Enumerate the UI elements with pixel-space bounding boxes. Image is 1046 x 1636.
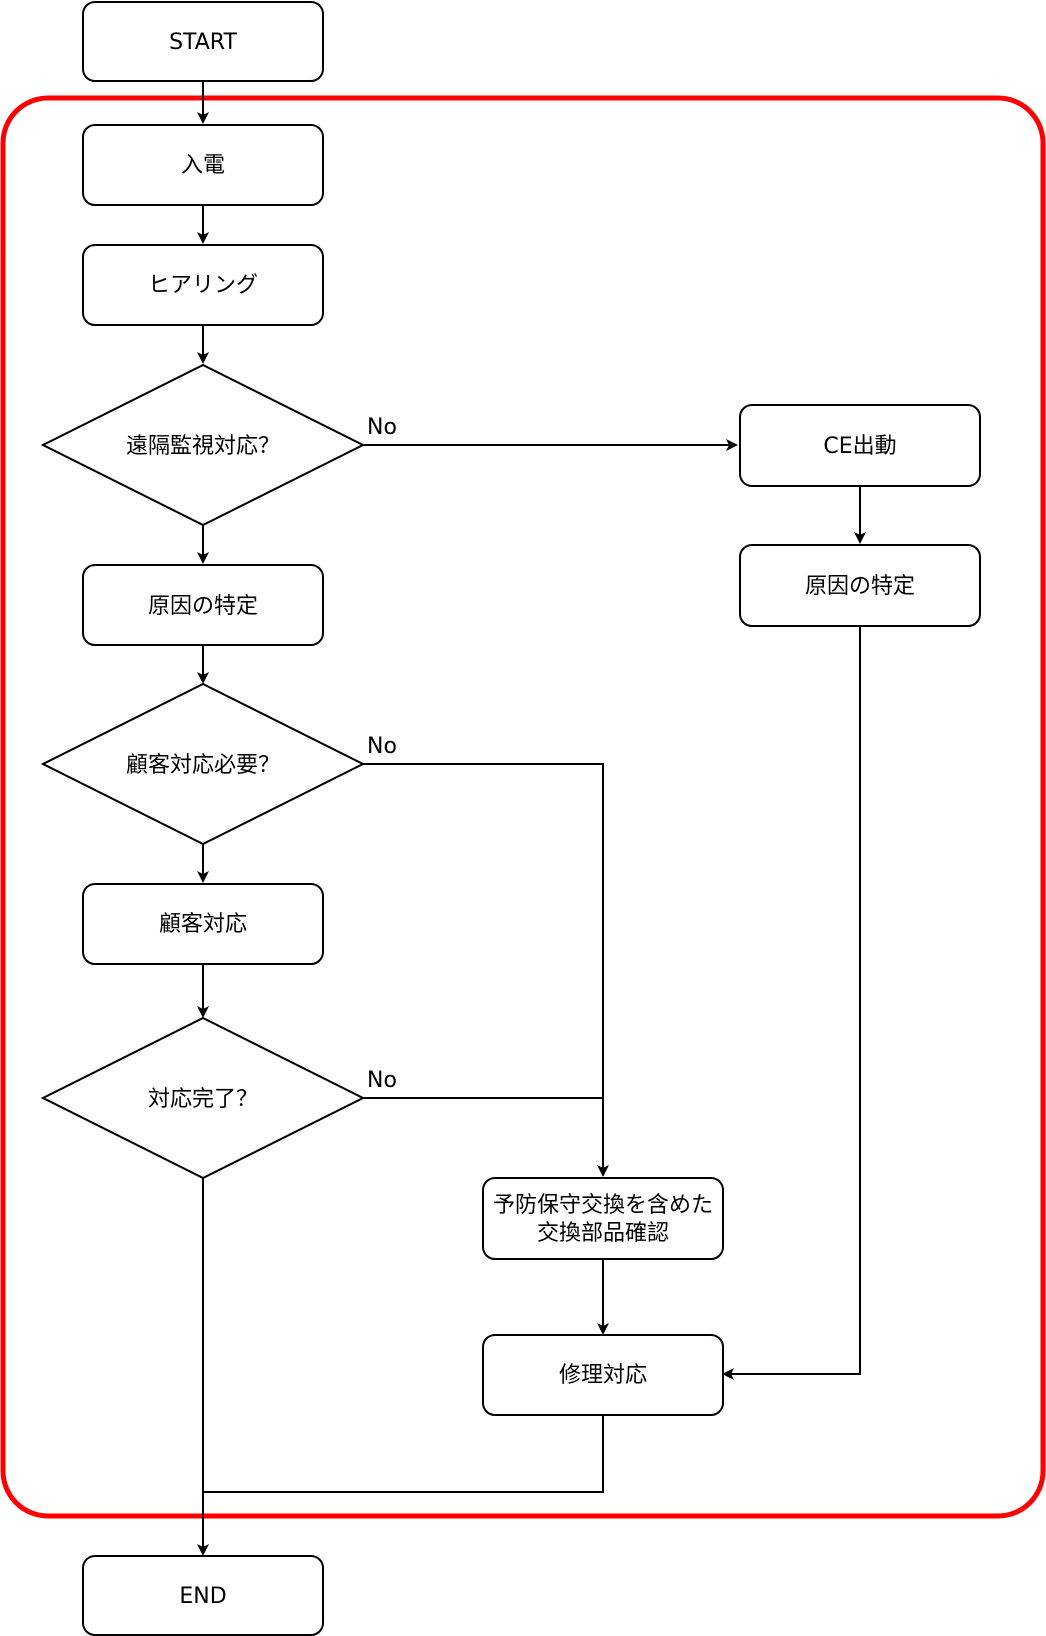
decision-remote-monitor-label: 遠隔監視対応？ <box>126 434 280 459</box>
decision-remote-monitor: 遠隔監視対応？ <box>40 363 366 527</box>
edge-repair-to-end <box>203 1415 604 1493</box>
node-customer-handling-label: 顧客対応 <box>159 912 247 937</box>
node-end-label: END <box>179 1584 226 1609</box>
node-ce-dispatch: CE出動 <box>739 404 981 487</box>
edge-customer-q-no-to-parts <box>363 763 609 1177</box>
edge-label-no-remote: No <box>367 415 397 440</box>
node-repair: 修理対応 <box>482 1334 724 1416</box>
edge-cause-right-to-repair <box>722 626 861 1380</box>
edge-label-no-done: No <box>367 1068 397 1093</box>
node-ce-dispatch-label: CE出動 <box>823 434 896 459</box>
node-call-in: 入電 <box>82 124 324 206</box>
node-cause-id-left: 原因の特定 <box>82 564 324 646</box>
node-cause-id-right-label: 原因の特定 <box>805 574 915 599</box>
edges <box>197 81 866 1556</box>
node-hearing-label: ヒアリング <box>148 273 258 298</box>
node-repair-label: 修理対応 <box>559 1363 647 1388</box>
node-cause-id-left-label: 原因の特定 <box>148 594 258 619</box>
node-parts-check-line1: 予防保守交換を含めた <box>493 1193 713 1218</box>
decision-customer-needed: 顧客対応必要？ <box>40 682 366 846</box>
node-start: START <box>82 1 324 82</box>
scope-frame <box>0 95 1046 1519</box>
node-customer-handling: 顧客対応 <box>82 883 324 965</box>
decision-handling-done-label: 対応完了？ <box>148 1087 258 1112</box>
decision-handling-done: 対応完了？ <box>40 1016 366 1180</box>
node-parts-check-line2: 交換部品確認 <box>537 1221 669 1246</box>
node-start-label: START <box>169 30 237 55</box>
node-parts-check: 予防保守交換を含めた 交換部品確認 <box>482 1177 724 1260</box>
decision-customer-needed-label: 顧客対応必要？ <box>126 753 280 778</box>
node-cause-id-right: 原因の特定 <box>739 544 981 627</box>
node-end: END <box>82 1555 324 1636</box>
node-hearing: ヒアリング <box>82 244 324 326</box>
edge-label-no-customer: No <box>367 734 397 759</box>
node-call-in-label: 入電 <box>181 153 225 178</box>
